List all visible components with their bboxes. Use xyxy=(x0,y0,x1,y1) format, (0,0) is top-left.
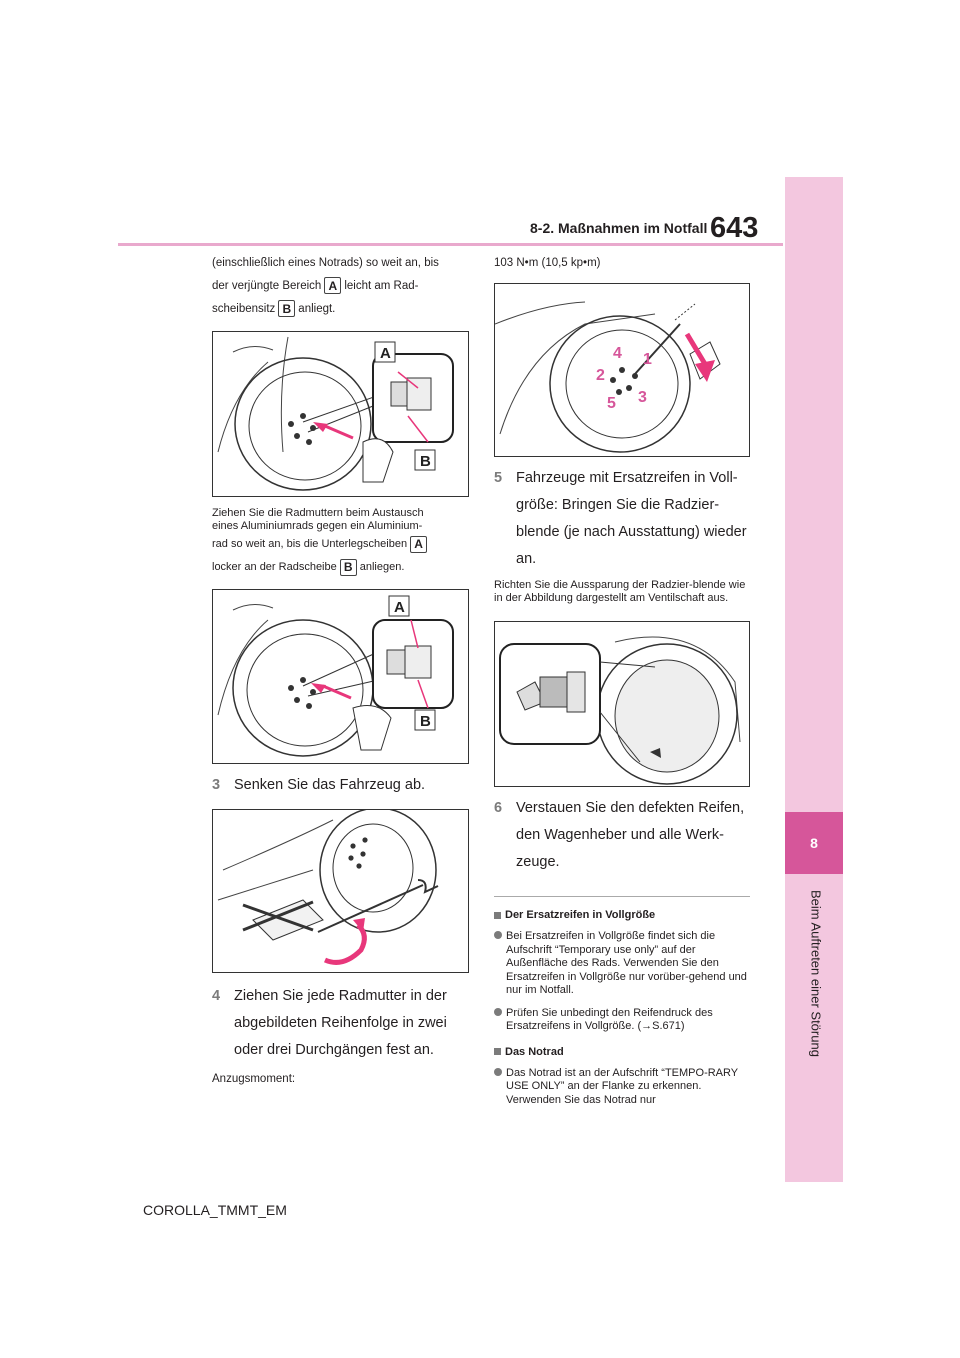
figure-wheel-cap xyxy=(494,621,750,787)
wheel-cap-note: Richten Sie die Aussparung der Radzier-b… xyxy=(494,579,746,604)
sequence-number: 1 xyxy=(643,351,652,368)
intro-line-3a: scheibensitz xyxy=(212,303,276,315)
bullet-dot-icon xyxy=(494,931,502,939)
figure-steel-wheel-nut: A B xyxy=(212,331,469,497)
figure-tightening-sequence: 4 1 2 5 3 xyxy=(494,283,750,457)
label-a-tag: A xyxy=(324,277,342,295)
figure-1-label-a: A xyxy=(380,345,391,362)
step-6-number: 6 xyxy=(494,800,503,816)
square-bullet-icon xyxy=(494,911,501,919)
chapter-title: Beim Auftreten einer Störung xyxy=(808,890,824,1057)
sequence-number: 5 xyxy=(607,395,616,412)
label-a-tag: A xyxy=(410,535,428,553)
figure-2-label-a: A xyxy=(394,599,405,616)
torque-value: 103 N•m (10,5 kp•m) xyxy=(494,257,601,269)
bullet-text: Bei Ersatzreifen in Vollgröße findet sic… xyxy=(506,930,747,996)
section-full-size-spare-title: Der Ersatzreifen in Vollgröße xyxy=(505,909,656,921)
figure-1-label-b: B xyxy=(420,453,431,470)
torque-label: Anzugsmoment: xyxy=(212,1073,296,1085)
note1-line-1: Ziehen Sie die Radmuttern beim Austausch xyxy=(212,507,424,519)
step-5-text: Fahrzeuge mit Ersatzreifen in Voll-größe… xyxy=(516,470,747,567)
note1-line-3: rad so weit an, bis die Unterlegscheiben xyxy=(212,538,408,550)
step-3-number: 3 xyxy=(212,777,221,793)
step-3: 3 Senken Sie das Fahrzeug ab. xyxy=(212,772,470,799)
section-title: 8-2. Maßnahmen im Notfall xyxy=(530,220,708,236)
figure-2-label-b: B xyxy=(420,713,431,730)
page-number: 643 xyxy=(710,212,759,244)
footer-model-code: COROLLA_TMMT_EM xyxy=(143,1202,287,1218)
note1-line-4b: anliegen. xyxy=(359,561,405,573)
header-rule xyxy=(118,243,783,246)
intro-line-2a: der verjüngte Bereich xyxy=(212,280,322,292)
sequence-number: 4 xyxy=(613,345,622,362)
step-6: 6 Verstauen Sie den defekten Reifen, den … xyxy=(494,795,750,876)
step-4-number: 4 xyxy=(212,988,221,1004)
bullet-text: Das Notrad ist an der Aufschrift “TEMPO-… xyxy=(506,1066,738,1106)
bullet-dot-icon xyxy=(494,1007,502,1016)
step-5-number: 5 xyxy=(494,470,503,486)
figure-lower-vehicle xyxy=(212,809,469,973)
intro-line-3b: anliegt. xyxy=(298,303,336,315)
note1-line-4a: locker an der Radscheibe xyxy=(212,561,337,573)
left-column: (einschließlich eines Notrads) so weit a… xyxy=(212,252,470,1091)
sequence-number: 3 xyxy=(638,389,647,406)
chapter-side-tab xyxy=(785,177,843,1182)
bullet-item: Prüfen Sie unbedingt den Reifendruck des… xyxy=(494,1007,750,1034)
step-5: 5 Fahrzeuge mit Ersatzreifen in Voll-größ… xyxy=(494,465,750,573)
step-3-text: Senken Sie das Fahrzeug ab. xyxy=(234,777,426,793)
label-b-tag: B xyxy=(339,558,357,576)
bullet-item: Bei Ersatzreifen in Vollgröße findet sic… xyxy=(494,930,750,998)
bullet-item: Das Notrad ist an der Aufschrift “TEMPO-… xyxy=(494,1067,750,1108)
intro-line-2b: leicht am Rad- xyxy=(344,280,419,292)
section-emergency-spare: Das Notrad xyxy=(494,1046,750,1058)
aluminium-note: Ziehen Sie die Radmuttern beim Austausch… xyxy=(212,507,470,579)
section-divider xyxy=(494,896,750,897)
bullet-text[interactable]: Prüfen Sie unbedingt den Reifendruck des… xyxy=(506,1006,713,1033)
note1-line-2: eines Aluminiumrads gegen ein Aluminium- xyxy=(212,520,423,532)
label-b-tag: B xyxy=(278,300,296,318)
intro-text: (einschließlich eines Notrads) so weit a… xyxy=(212,252,470,321)
figure-aluminium-wheel-nut: A B xyxy=(212,589,469,764)
bullet-dot-icon xyxy=(494,1067,502,1076)
section-emergency-spare-title: Das Notrad xyxy=(505,1045,564,1058)
intro-line-1: (einschließlich eines Notrads) so weit a… xyxy=(212,257,439,269)
square-bullet-icon xyxy=(494,1048,501,1056)
section-full-size-spare: Der Ersatzreifen in Vollgröße xyxy=(494,909,750,921)
chapter-number-tab[interactable]: 8 xyxy=(785,812,843,874)
step-6-text: Verstauen Sie den defekten Reifen, den W… xyxy=(516,800,745,870)
sequence-number: 2 xyxy=(596,367,605,384)
step-4: 4 Ziehen Sie jede Radmutter in der abgebi… xyxy=(212,983,470,1064)
step-4-text: Ziehen Sie jede Radmutter in der abgebil… xyxy=(234,988,447,1058)
